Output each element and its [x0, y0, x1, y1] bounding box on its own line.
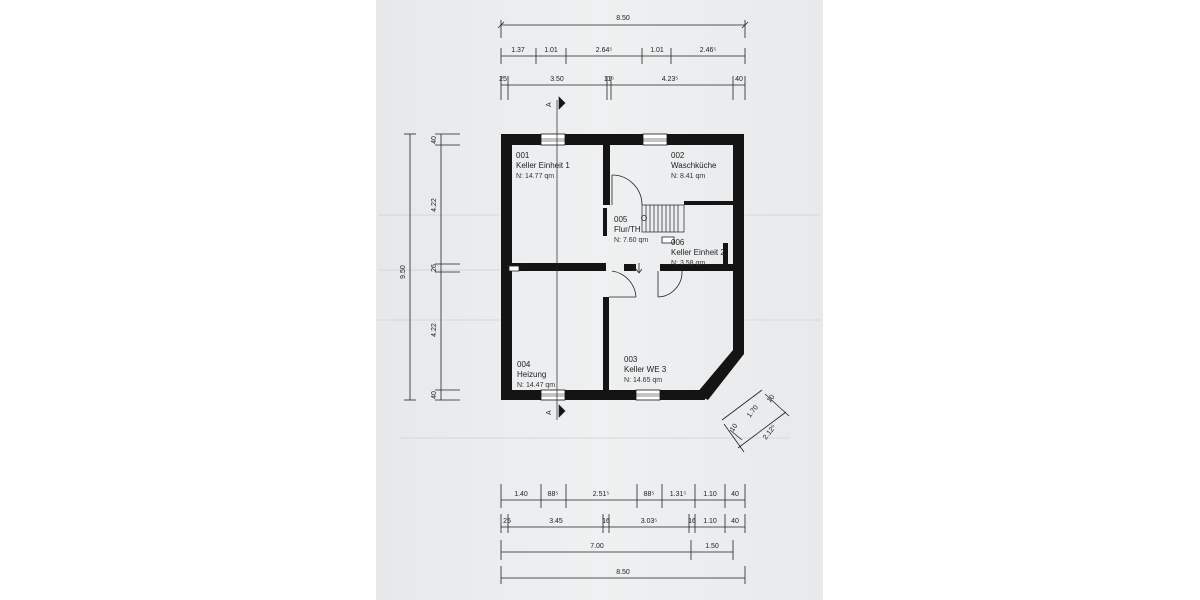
section-mark-bottom: A — [546, 410, 553, 415]
bottom-row1-dim-3: 2.51⁵ — [593, 491, 610, 498]
bottom-row1-dim-1: 1.40 — [514, 491, 528, 498]
room-006-name: Keller Einheit 2 — [671, 248, 725, 257]
bottom-row2-dim-1: 25 — [503, 518, 511, 525]
room-006-number: 006 — [671, 238, 685, 247]
left-dim-3: 26 — [431, 264, 438, 272]
flow-arrow — [635, 263, 643, 274]
window-mullions — [541, 138, 667, 397]
top-row2-dim-1: 25 — [499, 76, 507, 83]
room-003-number: 003 — [624, 355, 638, 364]
bottom-overall-dim: 8.50 — [616, 569, 630, 576]
room-003-name: Keller WE 3 — [624, 365, 667, 374]
diag-dim-2: 1.70 — [746, 404, 760, 419]
bottom-row2-dim-7: 40 — [731, 518, 739, 525]
top-row1-dim-3: 2.64⁵ — [596, 47, 613, 54]
top-row2-dim-2: 3.50 — [550, 76, 564, 83]
left-dim-5: 40 — [431, 391, 438, 399]
room-001-area: N: 14.77 qm — [516, 173, 554, 180]
bottom-row2-dim-4: 3.03⁵ — [641, 518, 658, 525]
room-004-area: N: 14.47 qm — [517, 382, 555, 389]
top-row2-dim-3: 11⁵ — [604, 76, 614, 83]
room-003-area: N: 14.65 qm — [624, 377, 662, 384]
room-001-name: Keller Einheit 1 — [516, 161, 570, 170]
diag-dim-1: 10 — [729, 423, 739, 434]
top-row1-dim-5: 2.46⁵ — [700, 47, 717, 54]
room-006-area: N: 3.58 qm — [671, 260, 705, 267]
bottom-row2-dim-2: 3.45 — [549, 518, 563, 525]
top-dimensions — [497, 20, 749, 100]
left-dim-4: 4.22 — [431, 323, 438, 337]
bottom-row3-dim-2: 1.50 — [705, 543, 719, 550]
bottom-row1-dim-2: 88⁵ — [548, 491, 559, 498]
bottom-dimensions — [500, 484, 746, 584]
staircase — [641, 204, 685, 233]
left-dimensions — [404, 133, 460, 401]
bottom-row3-dim-1: 7.00 — [590, 543, 604, 550]
left-overall-dim: 9.50 — [400, 265, 407, 279]
left-dim-1: 40 — [431, 136, 438, 144]
bottom-row1-dim-5: 1.31⁵ — [670, 491, 687, 498]
windows — [540, 133, 668, 401]
top-row2-dim-4: 4.23⁵ — [662, 76, 679, 83]
diagonal-dimensions — [721, 389, 790, 453]
room-001-number: 001 — [516, 151, 530, 160]
room-002-area: N: 8.41 qm — [671, 173, 705, 180]
background-traces — [378, 214, 820, 439]
diag-dim-4: 2.12⁵ — [762, 424, 778, 441]
room-002-number: 002 — [671, 151, 685, 160]
room-002-name: Waschküche — [671, 161, 717, 170]
section-mark-top: A — [546, 102, 553, 107]
bottom-row1-dim-4: 88⁵ — [644, 491, 655, 498]
bottom-row1-dim-7: 40 — [731, 491, 739, 498]
bottom-row2-dim-5: 16 — [688, 518, 696, 525]
room-004-number: 004 — [517, 360, 531, 369]
top-row1-dim-1: 1.37 — [511, 47, 525, 54]
bottom-row2-dim-6: 1.10 — [703, 518, 717, 525]
room-004-name: Heizung — [517, 370, 546, 379]
diag-dim-3: 10 — [766, 394, 776, 405]
top-row1-dim-2: 1.01 — [544, 47, 558, 54]
room-005-area: N: 7.60 qm — [614, 237, 648, 244]
top-overall-dim: 8.50 — [616, 15, 630, 22]
top-row1-dim-4: 1.01 — [650, 47, 664, 54]
top-row2-dim-5: 40 — [735, 76, 743, 83]
bottom-row2-dim-3: 16 — [602, 518, 610, 525]
doors — [508, 174, 683, 298]
bottom-row1-dim-6: 1.10 — [703, 491, 717, 498]
room-005-name: Flur/TH — [614, 225, 641, 234]
left-dim-2: 4.22 — [431, 198, 438, 212]
walls — [501, 134, 744, 400]
section-line — [556, 96, 566, 420]
room-005-number: 005 — [614, 215, 628, 224]
